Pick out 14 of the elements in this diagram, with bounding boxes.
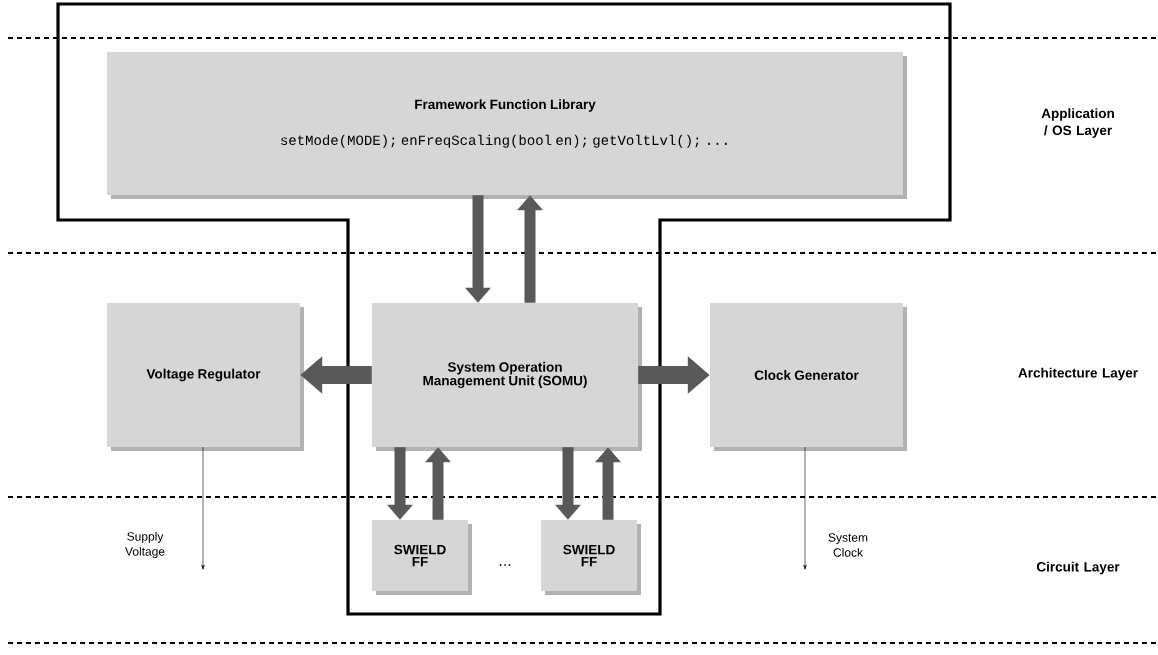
layer-label: Circuit Layer	[1036, 561, 1120, 575]
layer-label: Application / OS Layer	[1041, 108, 1114, 138]
layer-label: Architecture Layer	[1018, 367, 1138, 381]
process-box: System Operation Management Unit (SOMU)	[372, 303, 638, 447]
process-box: SWIELD FF	[372, 520, 468, 591]
edge-label: Supply Voltage	[125, 531, 165, 559]
process-box: SWIELD FF	[541, 520, 637, 591]
process-box: Voltage Regulator	[107, 303, 300, 447]
edge-label: System Clock	[828, 533, 868, 557]
ellipsis: ...	[499, 564, 511, 566]
process-box: Framework Function Library setMode(MODE); enFreqScaling(bool en); getVoltLvl(); ...	[107, 52, 903, 195]
arrow	[803, 446, 807, 570]
arrow	[201, 446, 205, 570]
process-box: Clock Generator	[710, 303, 903, 447]
